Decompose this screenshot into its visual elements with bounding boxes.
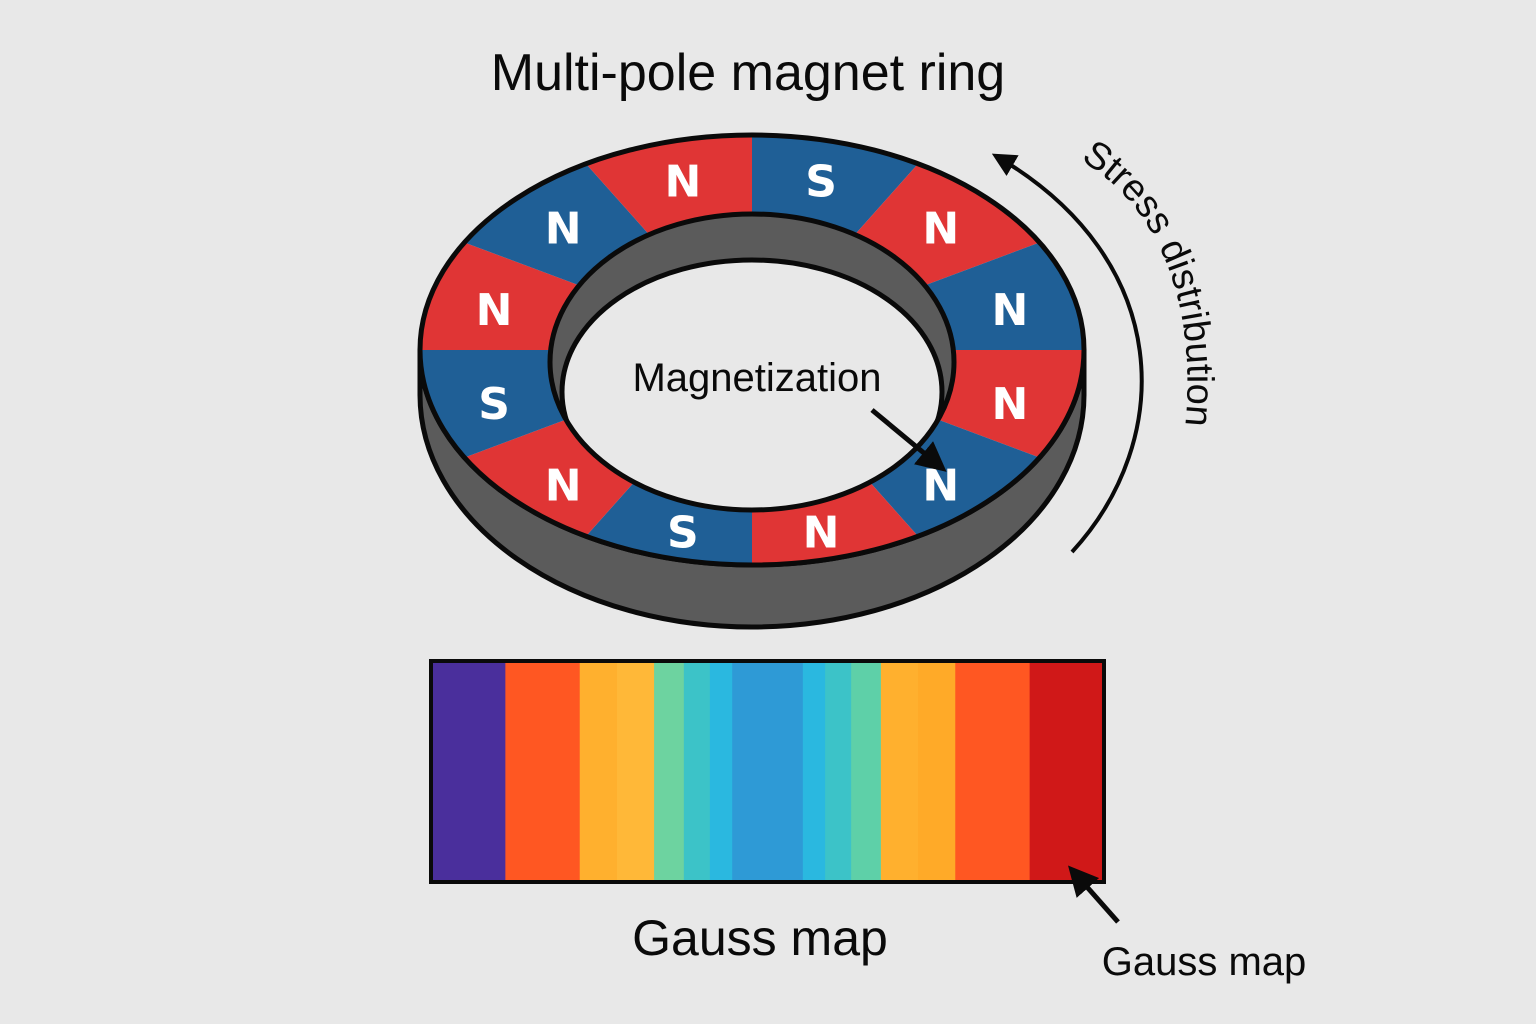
gauss-band [732,661,804,882]
gauss-map-title: Gauss map [632,910,888,966]
pole-label-n: N [545,460,582,511]
gauss-band [918,661,956,882]
pole-label-n: N [803,507,840,558]
pole-label-s: S [805,157,837,208]
pole-label-s: S [667,507,699,558]
diagram-title: Multi-pole magnet ring [491,44,1005,102]
magnetization-label: Magnetization [632,356,881,400]
gauss-band [709,661,733,882]
gauss-band [802,661,826,882]
stress-arrow [991,153,1144,554]
pole-label-n: N [545,204,582,255]
gauss-band [579,661,618,882]
ring-outer-outline [417,132,1087,568]
gauss-callout-arrow [1068,865,1120,924]
pole-label-s: S [478,379,510,430]
gauss-band [880,661,919,882]
pole-label-n: N [476,285,513,336]
gauss-map-frame [429,659,1106,884]
gauss-band [616,661,655,882]
ring-inner-wall [550,214,954,510]
gauss-band [505,661,581,882]
gauss-band [851,661,882,882]
ring-inner-outline [547,211,957,513]
pole-label-n: N [664,157,701,208]
magnetization-arrow [870,408,947,472]
gauss-band [825,661,852,882]
pole-label-n: N [991,379,1028,430]
gauss-band [654,661,685,882]
stress-distribution-label: Stress distribution [1075,132,1220,428]
gauss-map-callout-label: Gauss map [1102,940,1307,984]
gauss-band [955,661,1031,882]
gauss-band [683,661,711,882]
gauss-band [1029,661,1105,882]
gauss-band [431,661,506,882]
pole-label-n: N [922,204,959,255]
pole-label-n: N [991,285,1028,336]
gauss-map [431,661,1105,882]
